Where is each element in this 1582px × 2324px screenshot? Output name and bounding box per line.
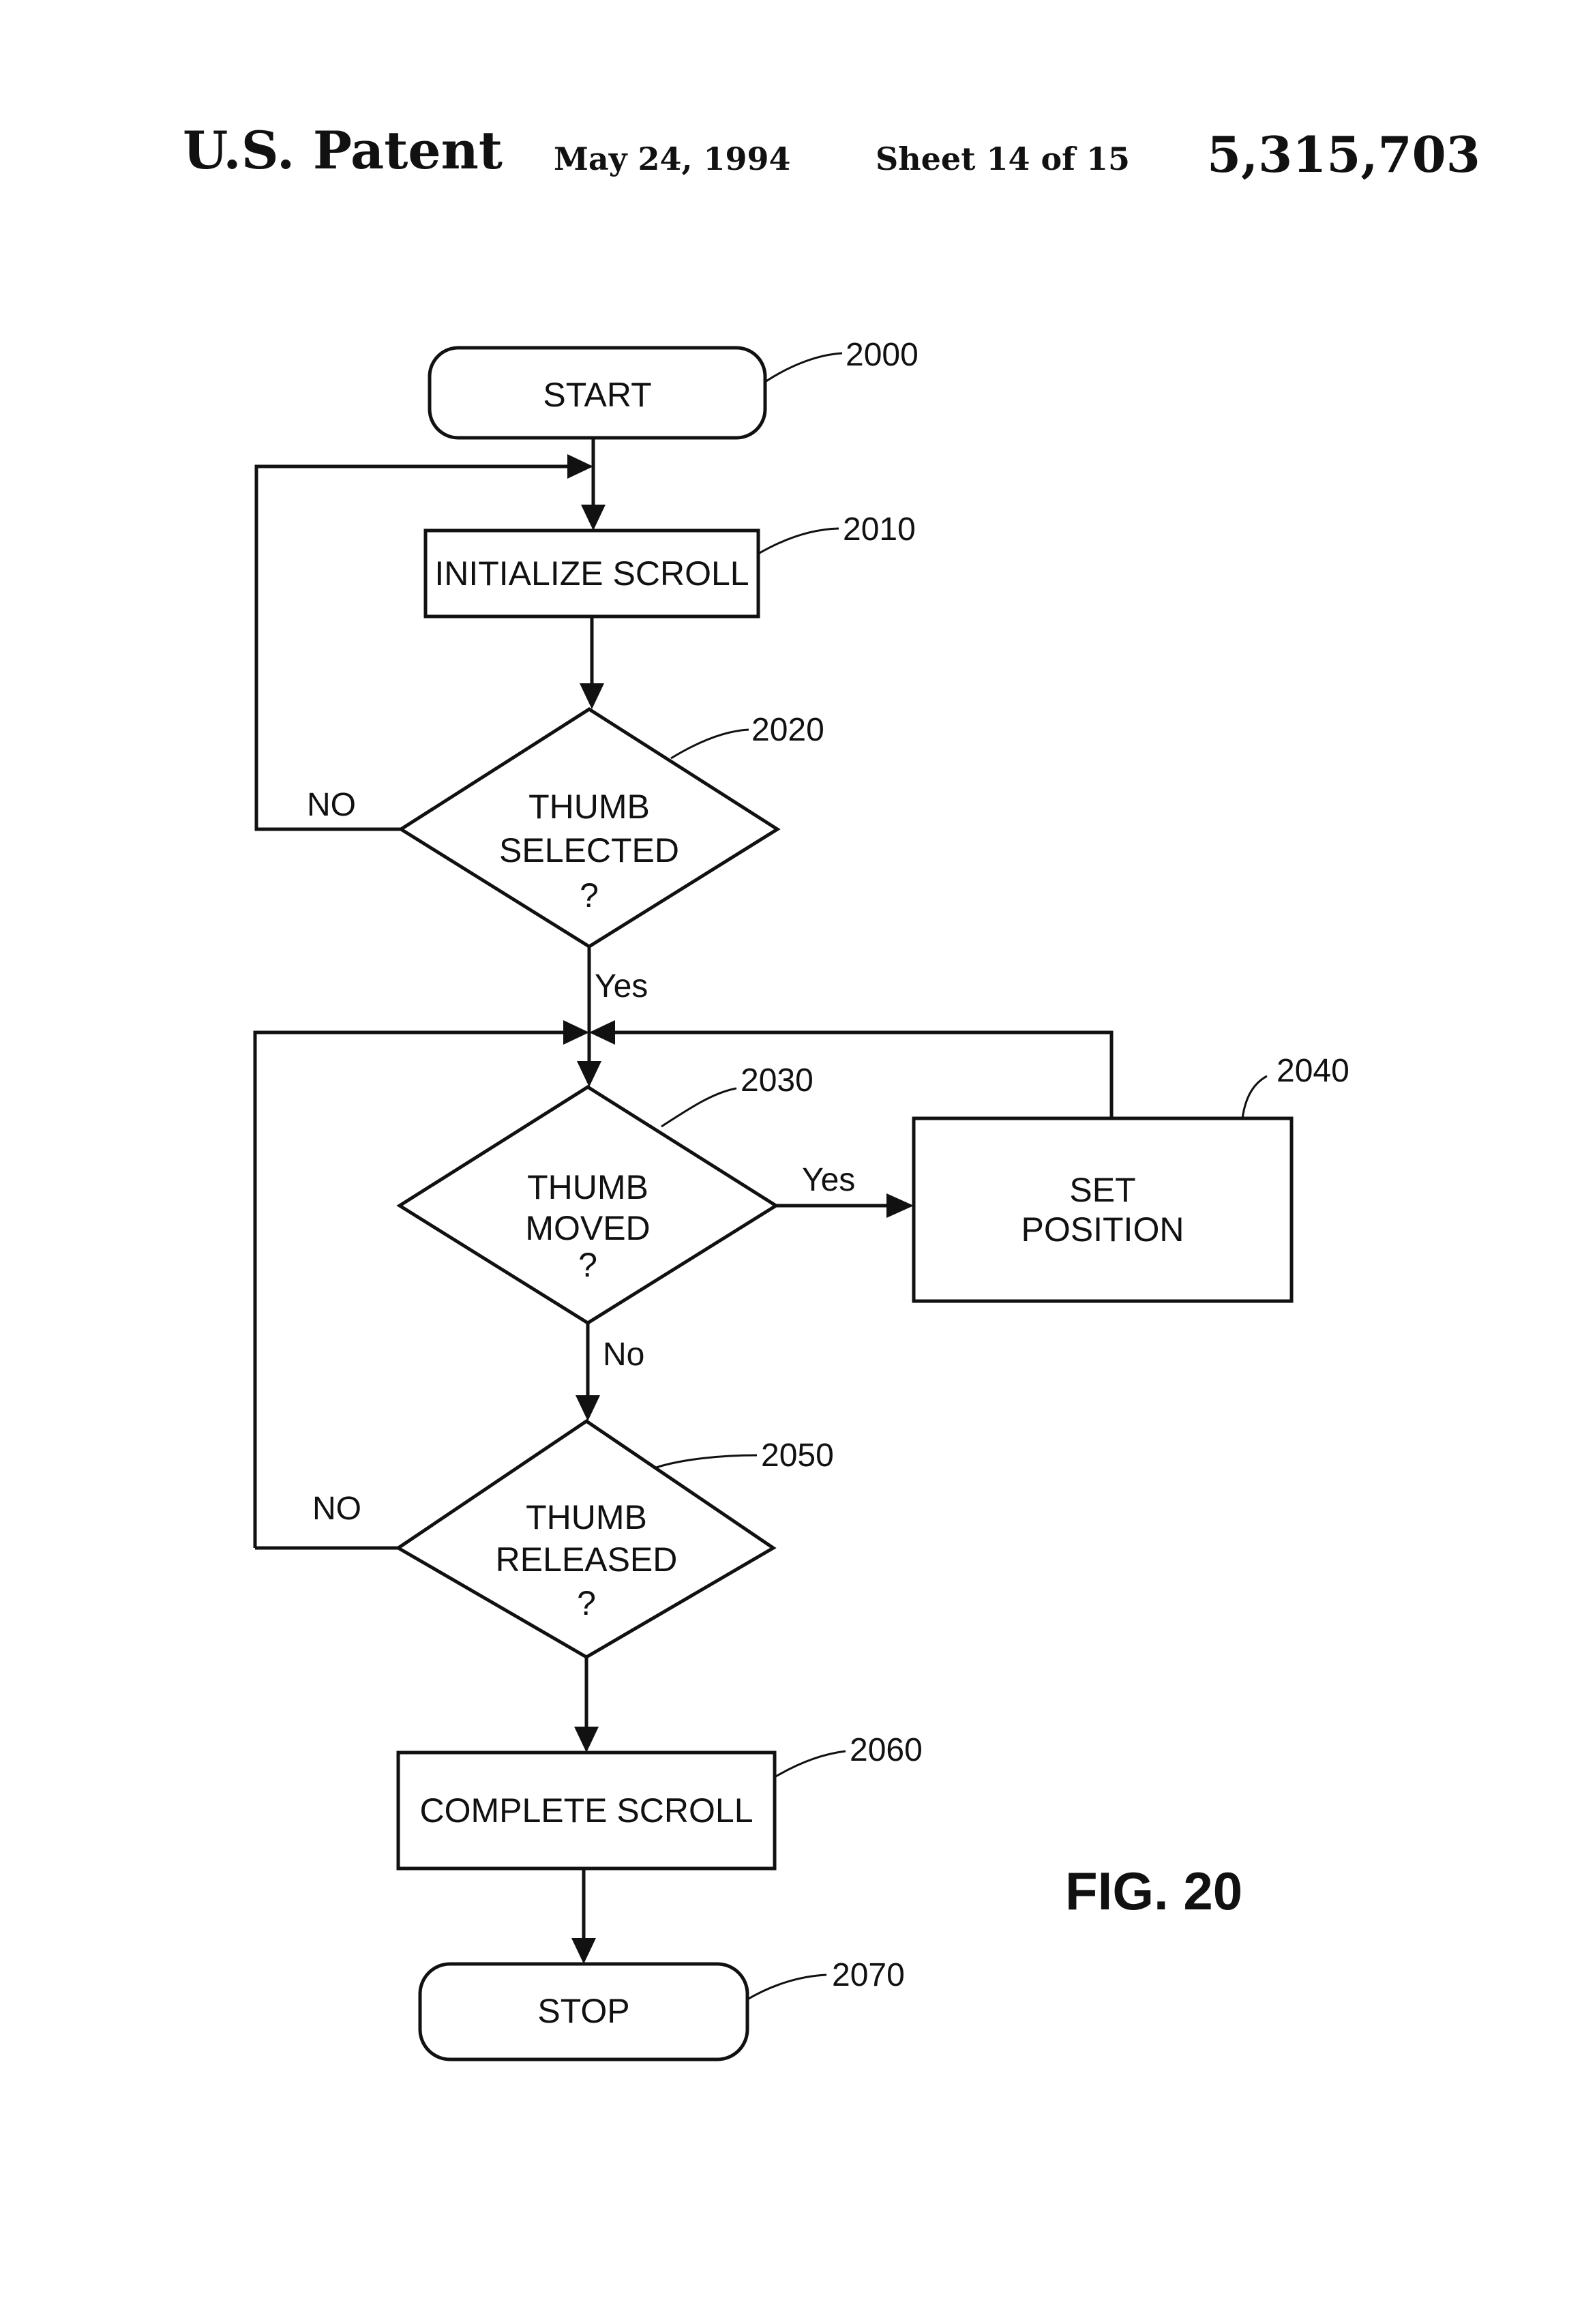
initialize-scroll-label: INITIALIZE SCROLL [434, 554, 749, 593]
ref-leader-2010 [758, 528, 839, 554]
ref-leader-2060 [775, 1751, 846, 1777]
edge-setposition-return [615, 1032, 1111, 1118]
ref-leader-2040 [1242, 1076, 1267, 1118]
arrow-selected-no [567, 454, 593, 479]
stop-label: STOP [537, 1992, 629, 2030]
figure-label: FIG. 20 [1065, 1861, 1242, 1921]
arrow-into-init [581, 505, 606, 531]
arrow-setposition-return [589, 1020, 615, 1045]
set-position-box [914, 1118, 1292, 1301]
thumb-moved-line2: MOVED [525, 1209, 650, 1247]
thumb-released-line1: THUMB [526, 1498, 647, 1536]
thumb-moved-line1: THUMB [527, 1168, 648, 1206]
ref-leader-2050 [656, 1455, 757, 1468]
complete-scroll-label: COMPLETE SCROLL [419, 1791, 753, 1830]
ref-2020: 2020 [751, 712, 824, 748]
arrow-released-no [563, 1020, 589, 1045]
ref-2000: 2000 [846, 337, 919, 373]
edge-label-selected-yes: Yes [595, 968, 648, 1004]
edge-label-moved-no: No [603, 1337, 644, 1373]
thumb-selected-line2: SELECTED [499, 831, 679, 869]
node-set-position: SET POSITION 2040 [914, 1053, 1349, 1301]
node-initialize-scroll: INITIALIZE SCROLL 2010 [426, 511, 916, 616]
node-stop: STOP 2070 [420, 1957, 905, 2059]
thumb-selected-line1: THUMB [528, 788, 650, 826]
arrow-into-selected [580, 683, 604, 709]
ref-2040: 2040 [1277, 1053, 1349, 1089]
arrow-into-released [576, 1395, 600, 1421]
ref-2070: 2070 [832, 1957, 905, 1993]
node-start: START 2000 [430, 337, 919, 438]
edge-label-moved-yes: Yes [802, 1162, 855, 1198]
arrow-into-complete [574, 1727, 599, 1753]
arrow-into-moved [577, 1061, 601, 1087]
ref-leader-2030 [661, 1088, 736, 1127]
ref-2050: 2050 [761, 1437, 834, 1474]
thumb-selected-line3: ? [580, 876, 599, 914]
thumb-released-line2: RELEASED [496, 1540, 678, 1579]
node-complete-scroll: COMPLETE SCROLL 2060 [398, 1732, 923, 1868]
node-thumb-moved: THUMB MOVED ? 2030 [400, 1062, 814, 1323]
node-thumb-selected: THUMB SELECTED ? 2020 [401, 709, 824, 947]
edge-label-selected-no: NO [307, 787, 356, 823]
ref-leader-2070 [747, 1975, 826, 1999]
set-position-line2: POSITION [1021, 1210, 1184, 1249]
arrow-into-setposition [886, 1193, 914, 1218]
arrow-into-stop [571, 1938, 596, 1964]
ref-2060: 2060 [850, 1732, 923, 1768]
node-thumb-released: THUMB RELEASED ? 2050 [398, 1421, 834, 1657]
ref-2010: 2010 [843, 511, 916, 548]
start-label: START [543, 376, 651, 414]
edge-label-released-no: NO [312, 1491, 361, 1527]
set-position-line1: SET [1069, 1171, 1135, 1209]
ref-leader-2020 [671, 730, 749, 758]
thumb-moved-line3: ? [578, 1246, 597, 1284]
ref-2030: 2030 [741, 1062, 814, 1099]
thumb-released-line3: ? [577, 1584, 596, 1622]
ref-leader-2000 [765, 353, 842, 382]
